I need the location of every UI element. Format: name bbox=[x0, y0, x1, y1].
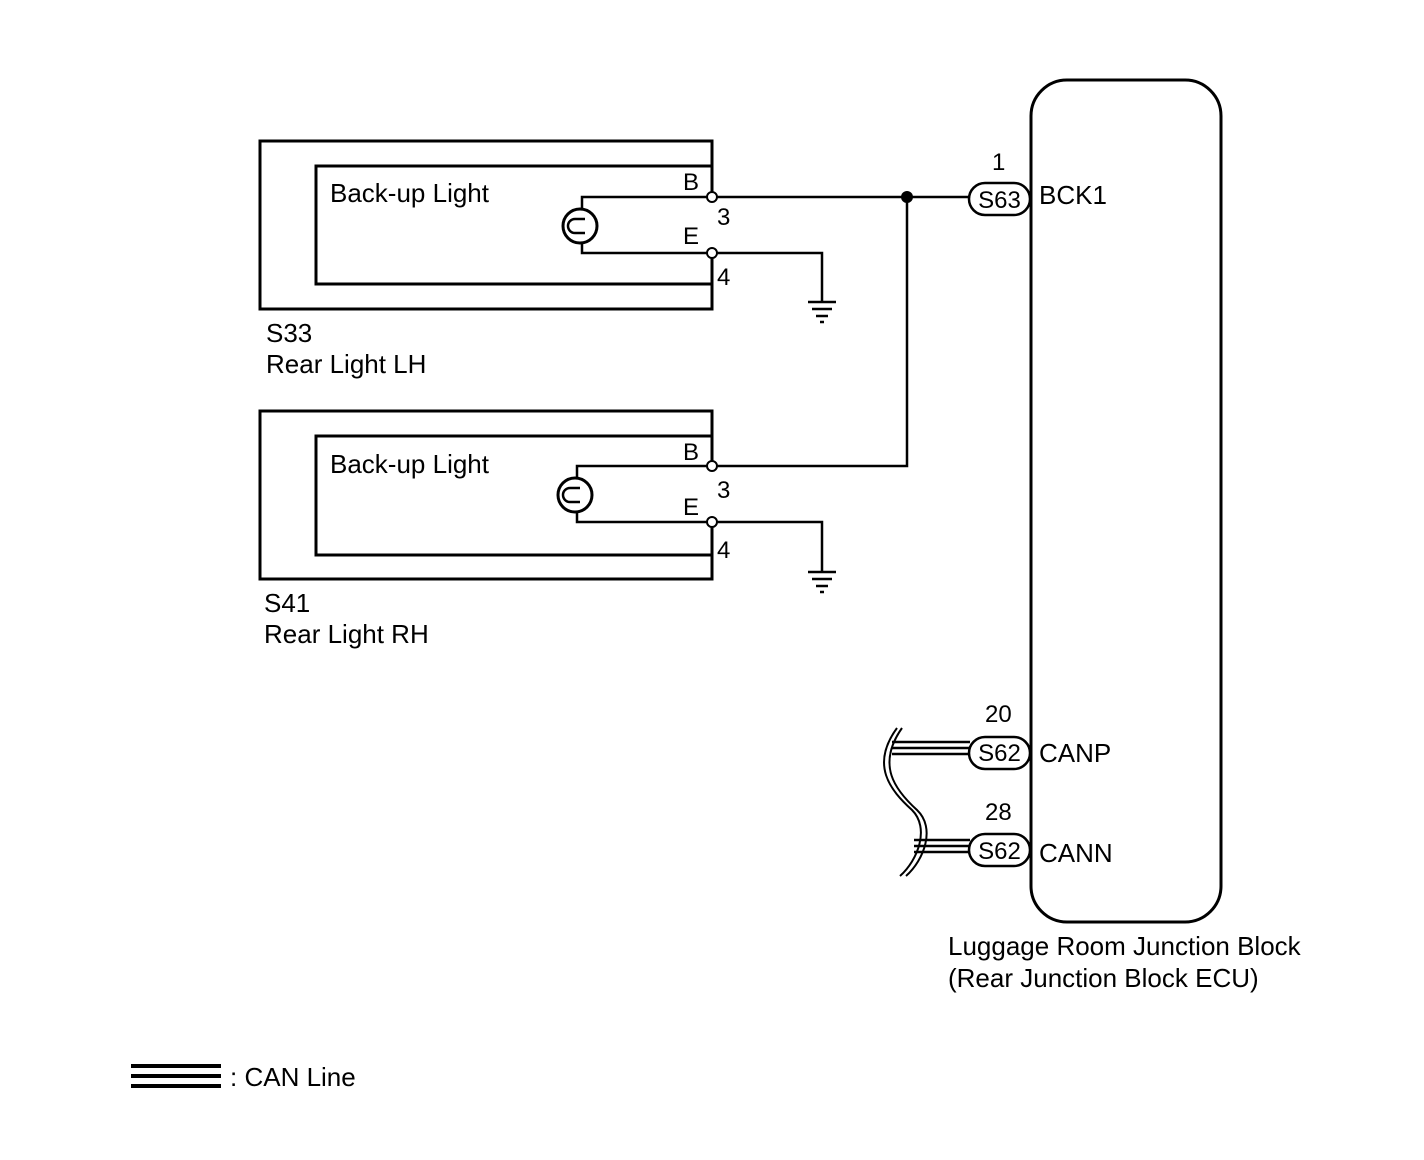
rear-light-rh-terminal-b bbox=[706, 460, 718, 472]
rear-light-lh-terminal-b bbox=[706, 191, 718, 203]
rear-light-rh-backup-label: Back-up Light bbox=[330, 449, 490, 479]
rear-light-rh-terminal-e bbox=[706, 516, 718, 528]
rear-light-rh: Back-up Light B 3 E 4 S41 Rear Light RH bbox=[258, 409, 730, 649]
jb-pin-1-number: 1 bbox=[992, 149, 1005, 176]
jb-connector-s63 bbox=[967, 181, 1032, 217]
rear-light-rh-inner-box bbox=[314, 434, 714, 557]
legend-can-line-swatch bbox=[131, 1064, 221, 1088]
rear-light-lh-pin-b-label: B bbox=[683, 169, 699, 196]
rear-light-lh-connector-id: S33 bbox=[266, 318, 312, 348]
jb-pin-28-connector: S62 bbox=[978, 838, 1021, 865]
rear-light-rh-pin-4: 4 bbox=[717, 537, 730, 564]
rear-light-lh-inner-box bbox=[314, 164, 714, 286]
rear-light-rh-connector-id: S41 bbox=[264, 588, 310, 618]
jb-pin-28-signal: CANN bbox=[1039, 838, 1113, 868]
rear-light-lh-pin-4: 4 bbox=[717, 264, 730, 291]
can-line-cann bbox=[914, 838, 970, 854]
rear-light-lh-pin-3: 3 bbox=[717, 204, 730, 231]
ground-icon bbox=[808, 570, 836, 594]
jb-pin-28-number: 28 bbox=[985, 799, 1012, 826]
rear-light-rh-pin-e-label: E bbox=[683, 494, 699, 521]
junction-block-subname: (Rear Junction Block ECU) bbox=[948, 963, 1259, 993]
rear-light-lh-outer-box bbox=[258, 139, 714, 311]
wire-lh-ground bbox=[717, 251, 824, 302]
wire-break-icon bbox=[883, 727, 928, 877]
legend: : CAN Line bbox=[131, 1062, 356, 1092]
legend-can-line-label: : CAN Line bbox=[230, 1062, 356, 1092]
can-line-canp bbox=[892, 740, 970, 756]
rear-light-lh-backup-label: Back-up Light bbox=[330, 178, 490, 208]
jb-pin-20-number: 20 bbox=[985, 701, 1012, 728]
rear-light-rh-outer-box bbox=[258, 409, 714, 581]
jb-connector-s62-cann bbox=[967, 832, 1032, 868]
rear-light-rh-name: Rear Light RH bbox=[264, 619, 429, 649]
rear-light-lh-pin-e-label: E bbox=[683, 223, 699, 250]
jb-pin-1-connector: S63 bbox=[978, 187, 1021, 214]
rear-light-lh-name: Rear Light LH bbox=[266, 349, 426, 379]
jb-pin-20-connector: S62 bbox=[978, 740, 1021, 767]
jb-pin-1-signal: BCK1 bbox=[1039, 180, 1107, 210]
rear-light-lh: Back-up Light B 3 E 4 S33 Rear Light LH bbox=[258, 139, 730, 379]
wire-splice-to-rh bbox=[717, 197, 909, 468]
rear-light-rh-pin-b-label: B bbox=[683, 439, 699, 466]
ground-icon bbox=[808, 300, 836, 324]
luggage-room-junction-block: 1 S63 BCK1 20 S62 CANP 28 S62 CANN Lugga… bbox=[948, 78, 1302, 993]
bulb-icon bbox=[561, 207, 599, 245]
rear-light-rh-pin-3: 3 bbox=[717, 477, 730, 504]
junction-block-name: Luggage Room Junction Block bbox=[948, 931, 1302, 961]
wire-rh-ground bbox=[717, 520, 824, 572]
jb-pin-20-signal: CANP bbox=[1039, 738, 1111, 768]
bulb-icon bbox=[556, 476, 594, 514]
rear-light-lh-terminal-e bbox=[706, 247, 718, 259]
junction-block-outline bbox=[1029, 78, 1223, 924]
